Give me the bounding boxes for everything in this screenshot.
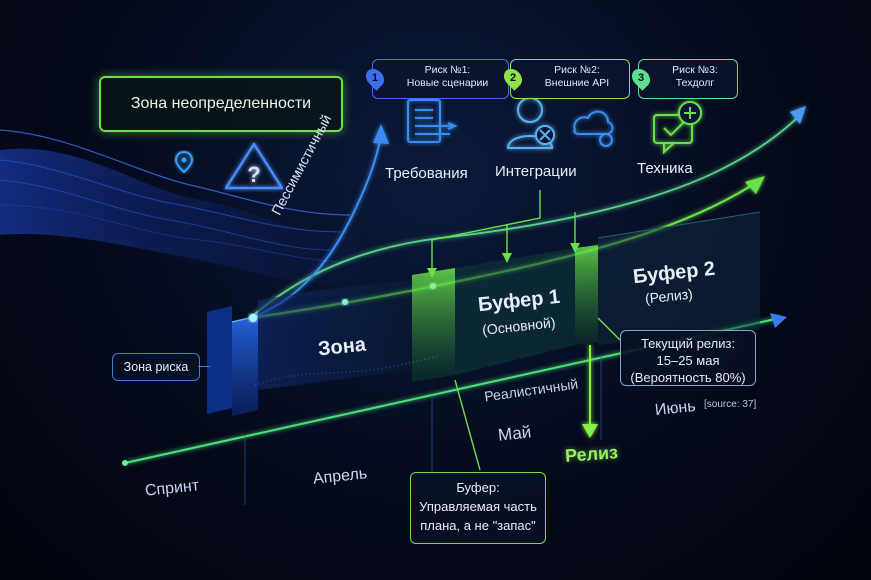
location-pin-icon	[174, 150, 194, 174]
uncertainty-zone-box: Зона неопределенности	[99, 76, 343, 132]
zone-slab	[258, 280, 412, 390]
buffer-note-title: Буфер:	[456, 480, 500, 495]
curve-dot	[342, 299, 348, 305]
svg-text:?: ?	[247, 162, 260, 187]
risk-2-badge: 2	[500, 65, 526, 91]
risk-zone-column	[207, 306, 259, 416]
curve-dot	[249, 314, 257, 322]
integrations-label: Интеграции	[495, 163, 577, 180]
buffer1-slab	[412, 245, 598, 382]
risk-1-badge: 1	[362, 65, 388, 91]
requirements-label: Требования	[385, 165, 468, 182]
buffer-note-line2: Управляемая часть	[419, 499, 537, 514]
risk-zone-connector	[198, 366, 210, 367]
cloud-sync-icon	[573, 110, 614, 147]
warning-icon: ?	[224, 142, 284, 190]
month-may: Май	[497, 422, 533, 445]
optimistic-curve	[249, 106, 806, 319]
risk-1-subtitle: Новые сценарии	[406, 77, 489, 89]
user-block-icon	[506, 97, 555, 149]
risk-3-badge: 3	[628, 65, 654, 91]
uncertainty-wave	[0, 129, 360, 283]
timeline-arrow	[770, 313, 787, 328]
uncertainty-zone-label: Зона неопределенности	[130, 95, 312, 112]
release-label: Релиз	[564, 442, 619, 466]
risk-1-title: Риск №1:	[424, 64, 471, 76]
risk-zone-label: Зона риска	[123, 360, 189, 374]
risk-2-title: Риск №2:	[554, 64, 600, 76]
buffer2-slab	[597, 211, 761, 345]
current-release-callout: Текущий релиз: 15–25 мая (Вероятность 80…	[620, 330, 756, 386]
risk-zone-callout: Зона риска	[112, 353, 200, 381]
risk-3-title: Риск №3:	[672, 64, 718, 76]
risk-1-box: 1 Риск №1: Новые сценарии	[362, 59, 509, 99]
current-release-title: Текущий релиз:	[640, 336, 736, 351]
curve-dot	[430, 283, 436, 289]
timeline-start-dot	[122, 460, 128, 466]
document-icon	[407, 99, 458, 143]
release-arrow	[582, 345, 598, 438]
risk-3-subtitle: Техдолг	[675, 77, 715, 89]
buffer-note-callout: Буфер: Управляемая часть плана, а не "за…	[410, 472, 546, 544]
risk-3-box: 3 Риск №3: Техдолг	[628, 59, 738, 99]
risk-2-subtitle: Внешние API	[544, 77, 610, 89]
source-note: [source: 37]	[704, 399, 757, 410]
technique-label: Техника	[637, 160, 693, 177]
connectors	[431, 190, 621, 471]
risk-2-box: 2 Риск №2: Внешние API	[500, 59, 630, 99]
buffer-note-line3: плана, а не "запас"	[420, 518, 536, 533]
current-release-dates: 15–25 мая	[656, 353, 720, 368]
connector-arrowheads	[427, 243, 580, 278]
chat-check-icon	[653, 101, 702, 155]
current-release-probability: (Вероятность 80%)	[630, 370, 746, 385]
